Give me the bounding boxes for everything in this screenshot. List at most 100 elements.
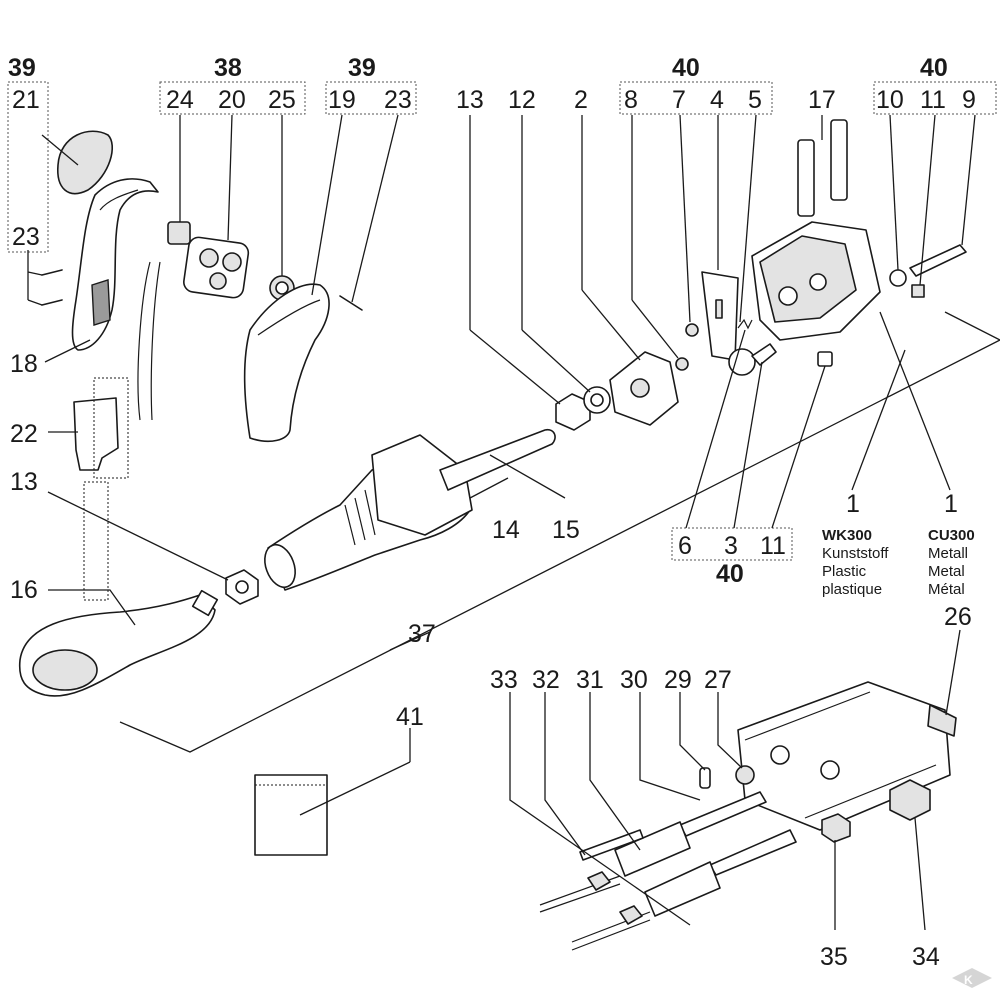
kit-39-right-box — [325, 81, 417, 115]
leader-2 — [581, 289, 641, 361]
callout-31: 31 — [576, 666, 604, 694]
leader-37 — [389, 631, 431, 651]
leader-7 — [679, 114, 691, 323]
variant-plastic-fr: plastique — [822, 581, 882, 598]
callout-3: 3 — [724, 532, 738, 560]
leader-1-left — [851, 349, 906, 491]
callout-34: 34 — [912, 943, 940, 971]
callout-1-plastic: 1 — [846, 490, 860, 518]
part-18-slot-detail — [91, 279, 111, 326]
part-29-pin — [699, 767, 711, 789]
leader-23-left-b — [27, 299, 43, 306]
leader-12 — [521, 329, 591, 393]
callout-30: 30 — [620, 666, 648, 694]
leader-29 — [679, 692, 706, 771]
part-3-ball — [728, 348, 756, 376]
leader-1-right — [879, 311, 951, 491]
part-3-stem — [751, 343, 777, 366]
leader-23-left-a — [27, 271, 43, 276]
leader-13-upper — [469, 329, 561, 405]
leader-26 — [945, 629, 961, 716]
part-14-boot-opening — [264, 543, 296, 589]
callout-18: 18 — [10, 350, 38, 378]
callout-1-metal: 1 — [944, 490, 958, 518]
callout-6: 6 — [678, 532, 692, 560]
leader-27 — [717, 692, 743, 769]
kit-40-right-box — [873, 81, 997, 115]
callout-10: 10 — [876, 86, 904, 114]
leader-3 — [733, 361, 763, 529]
group-37-bracket-upper — [944, 311, 1000, 341]
valve-port-b — [820, 760, 840, 780]
part-20-wire-a — [137, 261, 151, 421]
callout-17: 17 — [808, 86, 836, 114]
kit-label-39-left: 39 — [8, 54, 36, 82]
callout-23-left: 23 — [12, 223, 40, 251]
kit-label-40-right: 40 — [920, 54, 948, 82]
callout-23-right: 23 — [384, 86, 412, 114]
part-21-cover-cap — [57, 130, 113, 195]
callout-27: 27 — [704, 666, 732, 694]
callout-22: 22 — [10, 420, 38, 448]
callout-33: 33 — [490, 666, 518, 694]
part-20-hole-b — [222, 252, 242, 272]
leader-18 — [44, 339, 91, 363]
callout-9: 9 — [962, 86, 976, 114]
part-1-port-b — [809, 273, 827, 291]
part-18-edge — [99, 189, 139, 211]
part-33-cable-upper-b — [539, 883, 621, 913]
part-23-screw-c — [339, 295, 363, 311]
leader-16 — [48, 589, 136, 626]
valve-body-edges — [744, 691, 937, 819]
kit-label-40-bottom: 40 — [716, 560, 744, 588]
callout-11-lower: 11 — [760, 532, 786, 560]
part-31-cylinder-upper — [614, 821, 691, 877]
variant-plastic-en: Plastic — [822, 563, 867, 580]
group-37-bracket-lower — [119, 339, 1000, 753]
part-19-edge — [257, 299, 321, 336]
callout-29: 29 — [664, 666, 692, 694]
leader-33 — [509, 692, 691, 926]
part-30-spring-lower — [709, 829, 797, 876]
leader-41 — [299, 761, 411, 816]
callout-16: 16 — [10, 576, 38, 604]
part-20-hole-a — [199, 248, 219, 268]
leader-31 — [589, 692, 641, 851]
callout-20: 20 — [218, 86, 246, 114]
part-19-grip-shell — [243, 283, 330, 442]
callout-8: 8 — [624, 86, 638, 114]
part-16-dashed-shaft — [83, 481, 109, 601]
leader-10 — [889, 114, 899, 271]
callout-19: 19 — [328, 86, 356, 114]
callout-26: 26 — [944, 603, 972, 631]
callout-21: 21 — [12, 86, 40, 114]
callout-41: 41 — [396, 703, 424, 731]
part-4-slot — [715, 299, 723, 319]
leader-19 — [311, 114, 343, 296]
leader-34 — [914, 817, 926, 931]
leader-9 — [961, 114, 976, 246]
callout-14: 14 — [492, 516, 520, 544]
leader-32 — [544, 692, 586, 856]
callout-35: 35 — [820, 943, 848, 971]
part-11-small-nut — [817, 351, 833, 367]
kit-40-top-box — [619, 81, 773, 115]
part-14-ribs — [344, 489, 376, 546]
kit-label-38: 38 — [214, 54, 242, 82]
part-8-screw-head — [675, 357, 689, 371]
kit-40-bottom-box — [671, 527, 793, 561]
part-1-port-a — [778, 286, 798, 306]
leader-11-upper — [919, 114, 936, 286]
part-16-grip-hollow — [32, 649, 98, 691]
part-18-handle-shell — [71, 178, 159, 351]
part-22-clip — [73, 397, 119, 471]
part-13-nut-lower-hole — [235, 580, 249, 594]
kit-label-40-top: 40 — [672, 54, 700, 82]
variant-metal-en: Metal — [928, 563, 965, 580]
leader-15 — [489, 454, 566, 499]
part-12-washer-hole — [590, 393, 604, 407]
leader-8 — [631, 299, 679, 359]
leader-21 — [41, 134, 79, 166]
part-22-dashed-outline — [93, 377, 129, 479]
kit-38-box — [159, 81, 306, 115]
